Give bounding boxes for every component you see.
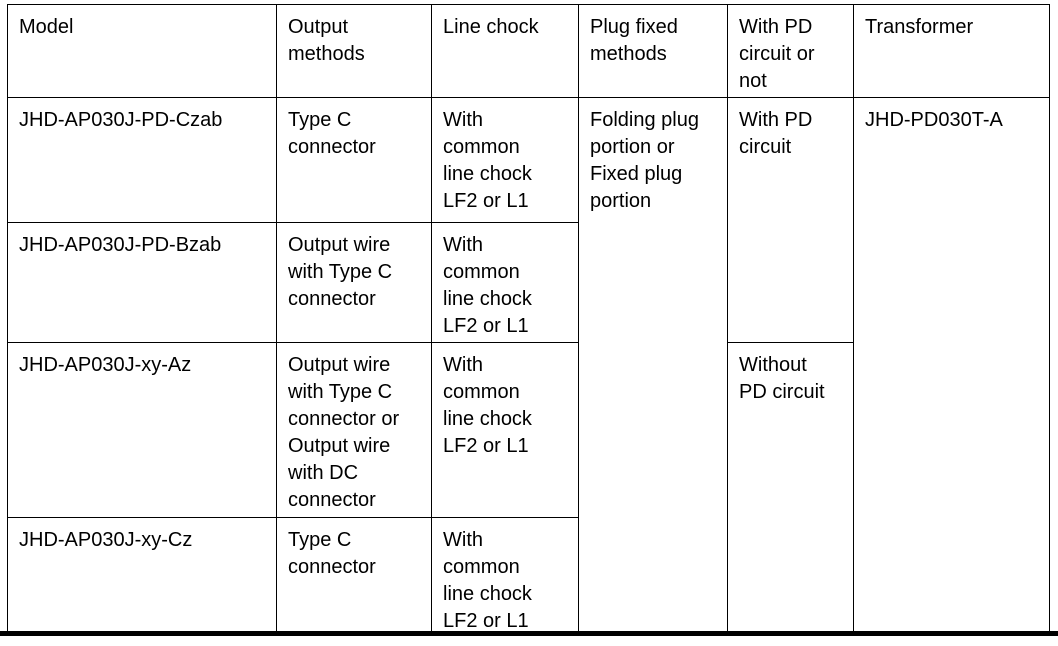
model-value: JHD-AP030J-xy-Cz [19,529,193,551]
model-value: JHD-AP030J-xy-Az [19,354,192,376]
output-method-value: Output wire with Type C connector [288,234,393,310]
header-output-methods-label: Output methods [288,16,365,65]
cell-output-method-2: Output wire with Type C connector [276,222,432,343]
cell-model-2: JHD-AP030J-PD-Bzab [7,222,277,343]
header-model-label: Model [19,16,74,38]
header-pd-circuit-label: With PD circuit or not [739,16,815,92]
cell-output-method-4: Type C connector [276,517,432,636]
cell-model-1: JHD-AP030J-PD-Czab [7,97,277,223]
line-chock-value: With common line chock LF2 or L1 [443,234,532,337]
cell-with-pd-circuit: With PD circuit [727,97,854,343]
table-row: JHD-AP030J-xy-Cz Type C connector With c… [7,517,1050,636]
header-output-methods: Output methods [276,4,432,98]
header-line-chock: Line chock [431,4,579,98]
cell-output-method-3: Output wire with Type C connector or Out… [276,342,432,518]
transformer-value: JHD-PD030T-A [865,109,1003,131]
cell-model-3: JHD-AP030J-xy-Az [7,342,277,518]
page-bottom-rule [0,631,1058,636]
output-method-value: Output wire with Type C connector or Out… [288,354,400,511]
header-transformer: Transformer [853,4,1050,98]
cell-line-chock-3: With common line chock LF2 or L1 [431,342,579,518]
table-row: JHD-AP030J-PD-Czab Type C connector With… [7,97,1050,636]
cell-output-method-1: Type C connector [276,97,432,223]
line-chock-value: With common line chock LF2 or L1 [443,354,532,457]
with-pd-circuit-value: With PD circuit [739,109,813,158]
plug-fixed-method-value: Folding plug portion or Fixed plug porti… [590,109,699,212]
cell-without-pd-circuit: Without PD circuit [727,342,854,636]
output-method-value: Type C connector [288,109,376,158]
cell-line-chock-2: With common line chock LF2 or L1 [431,222,579,343]
cell-line-chock-1: With common line chock LF2 or L1 [431,97,579,223]
line-chock-value: With common line chock LF2 or L1 [443,529,532,632]
header-pd-circuit: With PD circuit or not [727,4,854,98]
cell-plug-fixed-method: Folding plug portion or Fixed plug porti… [578,97,728,636]
model-value: JHD-AP030J-PD-Bzab [19,234,222,256]
model-value: JHD-AP030J-PD-Czab [19,109,223,131]
cell-model-4: JHD-AP030J-xy-Cz [7,517,277,636]
without-pd-circuit-value: Without PD circuit [739,354,825,403]
output-method-value: Type C connector [288,529,376,578]
header-line-chock-label: Line chock [443,16,539,38]
header-model: Model [7,4,277,98]
table-row: JHD-AP030J-PD-Bzab Output wire with Type… [7,222,1050,343]
spec-table: Model Output methods Line chock Plug fix… [7,4,1050,636]
table-row: JHD-AP030J-xy-Az Output wire with Type C… [7,342,1050,636]
header-plug-fixed-methods: Plug fixed methods [578,4,728,98]
header-plug-fixed-methods-label: Plug fixed methods [590,16,678,65]
cell-line-chock-4: With common line chock LF2 or L1 [431,517,579,636]
line-chock-value: With common line chock LF2 or L1 [443,109,532,212]
header-transformer-label: Transformer [865,16,974,38]
header-row: Model Output methods Line chock Plug fix… [7,4,1050,98]
cell-transformer: JHD-PD030T-A [853,97,1050,636]
